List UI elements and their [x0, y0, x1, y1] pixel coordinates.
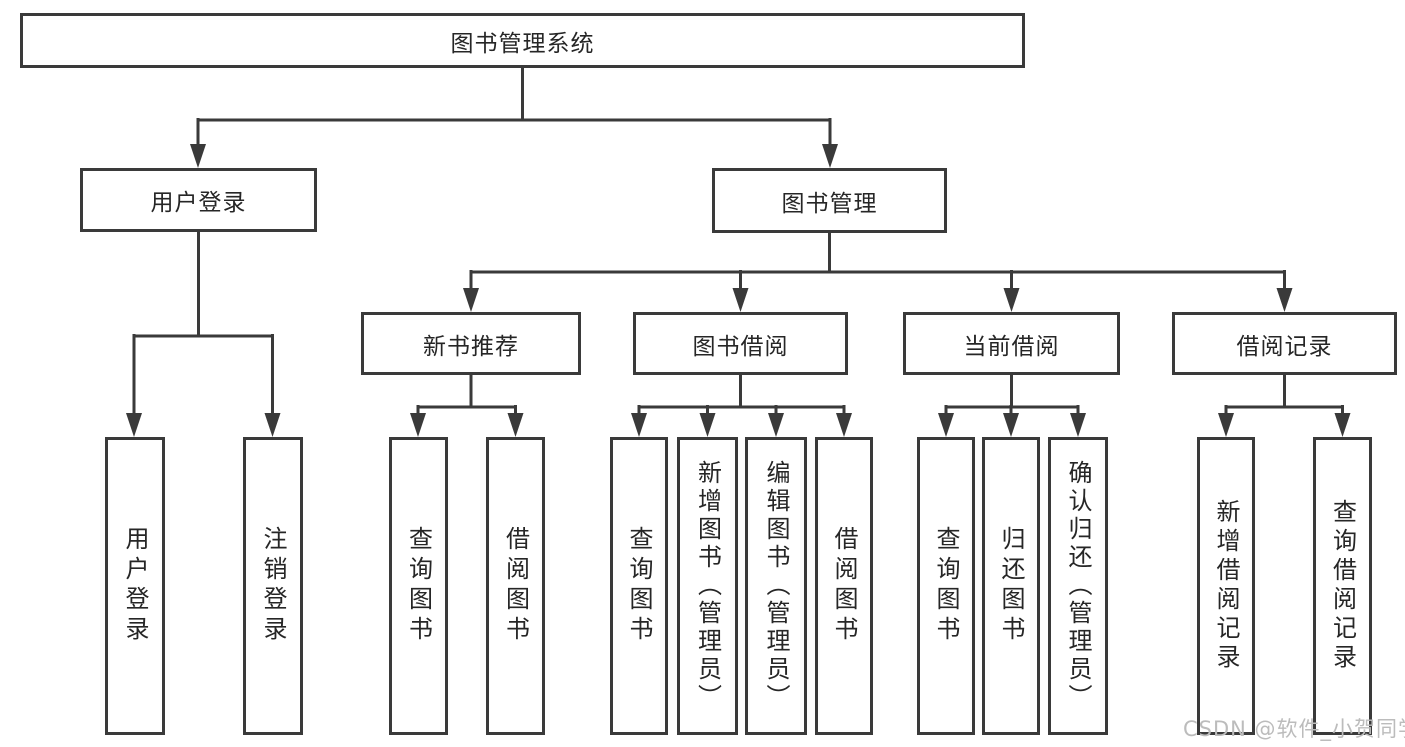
node-book-management: 图书管理 [712, 168, 947, 233]
edge-newbookrec-to-leaves [410, 375, 524, 437]
leaf-borrow-borrow-books: 借阅图书 [815, 437, 873, 735]
edge-currentborrow-to-leaves [938, 375, 1086, 437]
csdn-watermark: CSDN @软件_小贺同学 [1183, 717, 1405, 741]
edge-bookmgmt-to-level3 [463, 233, 1293, 312]
node-current-borrow: 当前借阅 [903, 312, 1120, 375]
leaf-current-confirm-return-admin: 确认归还（管理员） [1048, 437, 1108, 735]
node-book-borrow: 图书借阅 [633, 312, 848, 375]
leaf-record-query-borrow-record: 查询借阅记录 [1313, 437, 1372, 735]
leaf-current-query-books: 查询图书 [917, 437, 975, 735]
leaf-borrow-add-books-admin: 新增图书（管理员） [677, 437, 738, 735]
leaf-newbook-query-books: 查询图书 [389, 437, 448, 735]
leaf-current-return-books: 归还图书 [982, 437, 1040, 735]
edge-root-to-level2 [190, 68, 838, 168]
node-root: 图书管理系统 [20, 13, 1025, 68]
edge-bookborrow-to-leaves [631, 375, 852, 437]
leaf-logout: 注销登录 [243, 437, 303, 735]
leaf-record-add-borrow-record: 新增借阅记录 [1197, 437, 1255, 735]
edge-borrowrecord-to-leaves [1218, 375, 1351, 437]
node-new-book-recommend: 新书推荐 [361, 312, 581, 375]
leaf-newbook-borrow-books: 借阅图书 [486, 437, 545, 735]
leaf-borrow-query-books: 查询图书 [610, 437, 668, 735]
node-user-login: 用户登录 [80, 168, 317, 232]
node-borrow-record: 借阅记录 [1172, 312, 1397, 375]
leaf-user-login: 用户登录 [105, 437, 165, 735]
edge-userlogin-to-leaves [126, 232, 281, 437]
leaf-borrow-edit-books-admin: 编辑图书（管理员） [745, 437, 807, 735]
